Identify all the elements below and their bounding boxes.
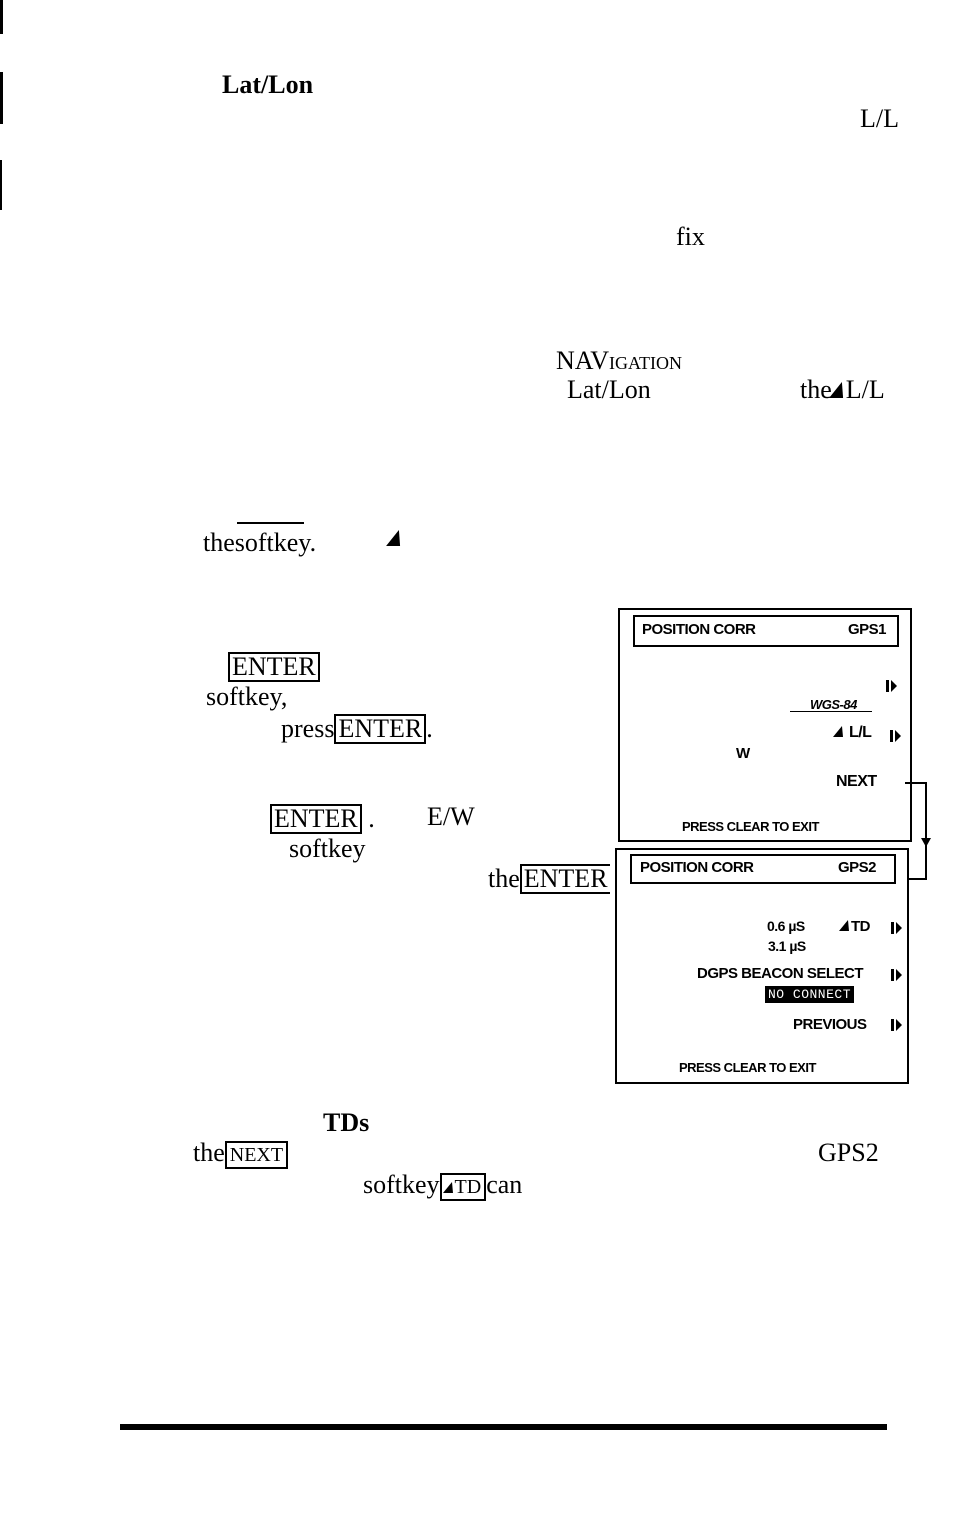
screen-title: POSITION CORR	[642, 621, 756, 638]
softkey-arrow-icon	[891, 920, 902, 938]
connector-line	[905, 782, 927, 784]
enter-key: ENTER	[334, 714, 427, 744]
heading-tds: TDs	[323, 1108, 370, 1137]
screen-title: POSITION CORR	[640, 859, 754, 876]
navigation-text: NAVigation	[556, 346, 682, 375]
gps2-text: GPS2	[818, 1138, 879, 1167]
margin-mark	[0, 160, 2, 210]
screen-footer: PRESS CLEAR TO EXIT	[679, 1060, 816, 1075]
ew-text: E/W	[427, 802, 475, 831]
enter-key: ENTER	[228, 652, 320, 682]
blank-line	[236, 522, 305, 524]
lcd-screen-gps2	[615, 848, 909, 1084]
previous-softkey: PREVIOUS	[793, 1016, 867, 1033]
screen-footer: PRESS CLEAR TO EXIT	[682, 819, 819, 834]
td2-value: 3.1 µS	[768, 938, 806, 954]
ll-text: L/L	[860, 104, 899, 133]
softkey-arrow-icon	[886, 678, 897, 696]
fix-text: fix	[676, 222, 705, 251]
screen-title-bar	[633, 615, 899, 647]
connection-status: NO CONNECT	[765, 985, 855, 1003]
td1-value: 0.6 µS	[767, 918, 805, 934]
td-softkey: TD	[838, 919, 871, 934]
next-key: NEXT	[224, 1141, 289, 1169]
connector-line	[925, 782, 927, 880]
arrow-down-icon	[921, 838, 931, 847]
td-key: TD	[439, 1173, 487, 1201]
screen-page: GPS2	[838, 859, 877, 876]
screen-page: GPS1	[848, 621, 887, 638]
softkey-triangle-icon	[386, 530, 406, 551]
next-softkey: NEXT	[836, 773, 877, 790]
margin-mark	[0, 0, 3, 34]
softkey-text: softkey,	[206, 682, 288, 711]
connector-line	[905, 878, 927, 880]
w-value: W	[736, 745, 750, 762]
softkey-arrow-icon	[891, 967, 902, 985]
ll-softkey: L/L	[832, 725, 872, 741]
softkey-arrow-icon	[890, 728, 901, 746]
datum-underline	[790, 711, 872, 712]
datum-value: WGS-84	[810, 697, 857, 712]
softkey-arrow-icon	[891, 1017, 902, 1035]
lcd-screen-gps1	[618, 608, 912, 842]
margin-mark	[0, 72, 3, 124]
heading-latlon: Lat/Lon	[222, 70, 314, 99]
enter-key-2: ENTER .	[270, 804, 375, 834]
screen-title-bar	[630, 854, 896, 884]
beacon-select-softkey: DGPS BEACON SELECT	[697, 965, 864, 982]
page-rule	[120, 1424, 887, 1430]
softkey-text-2: softkey	[289, 834, 366, 863]
latlon-text: Lat/Lon	[567, 375, 651, 404]
